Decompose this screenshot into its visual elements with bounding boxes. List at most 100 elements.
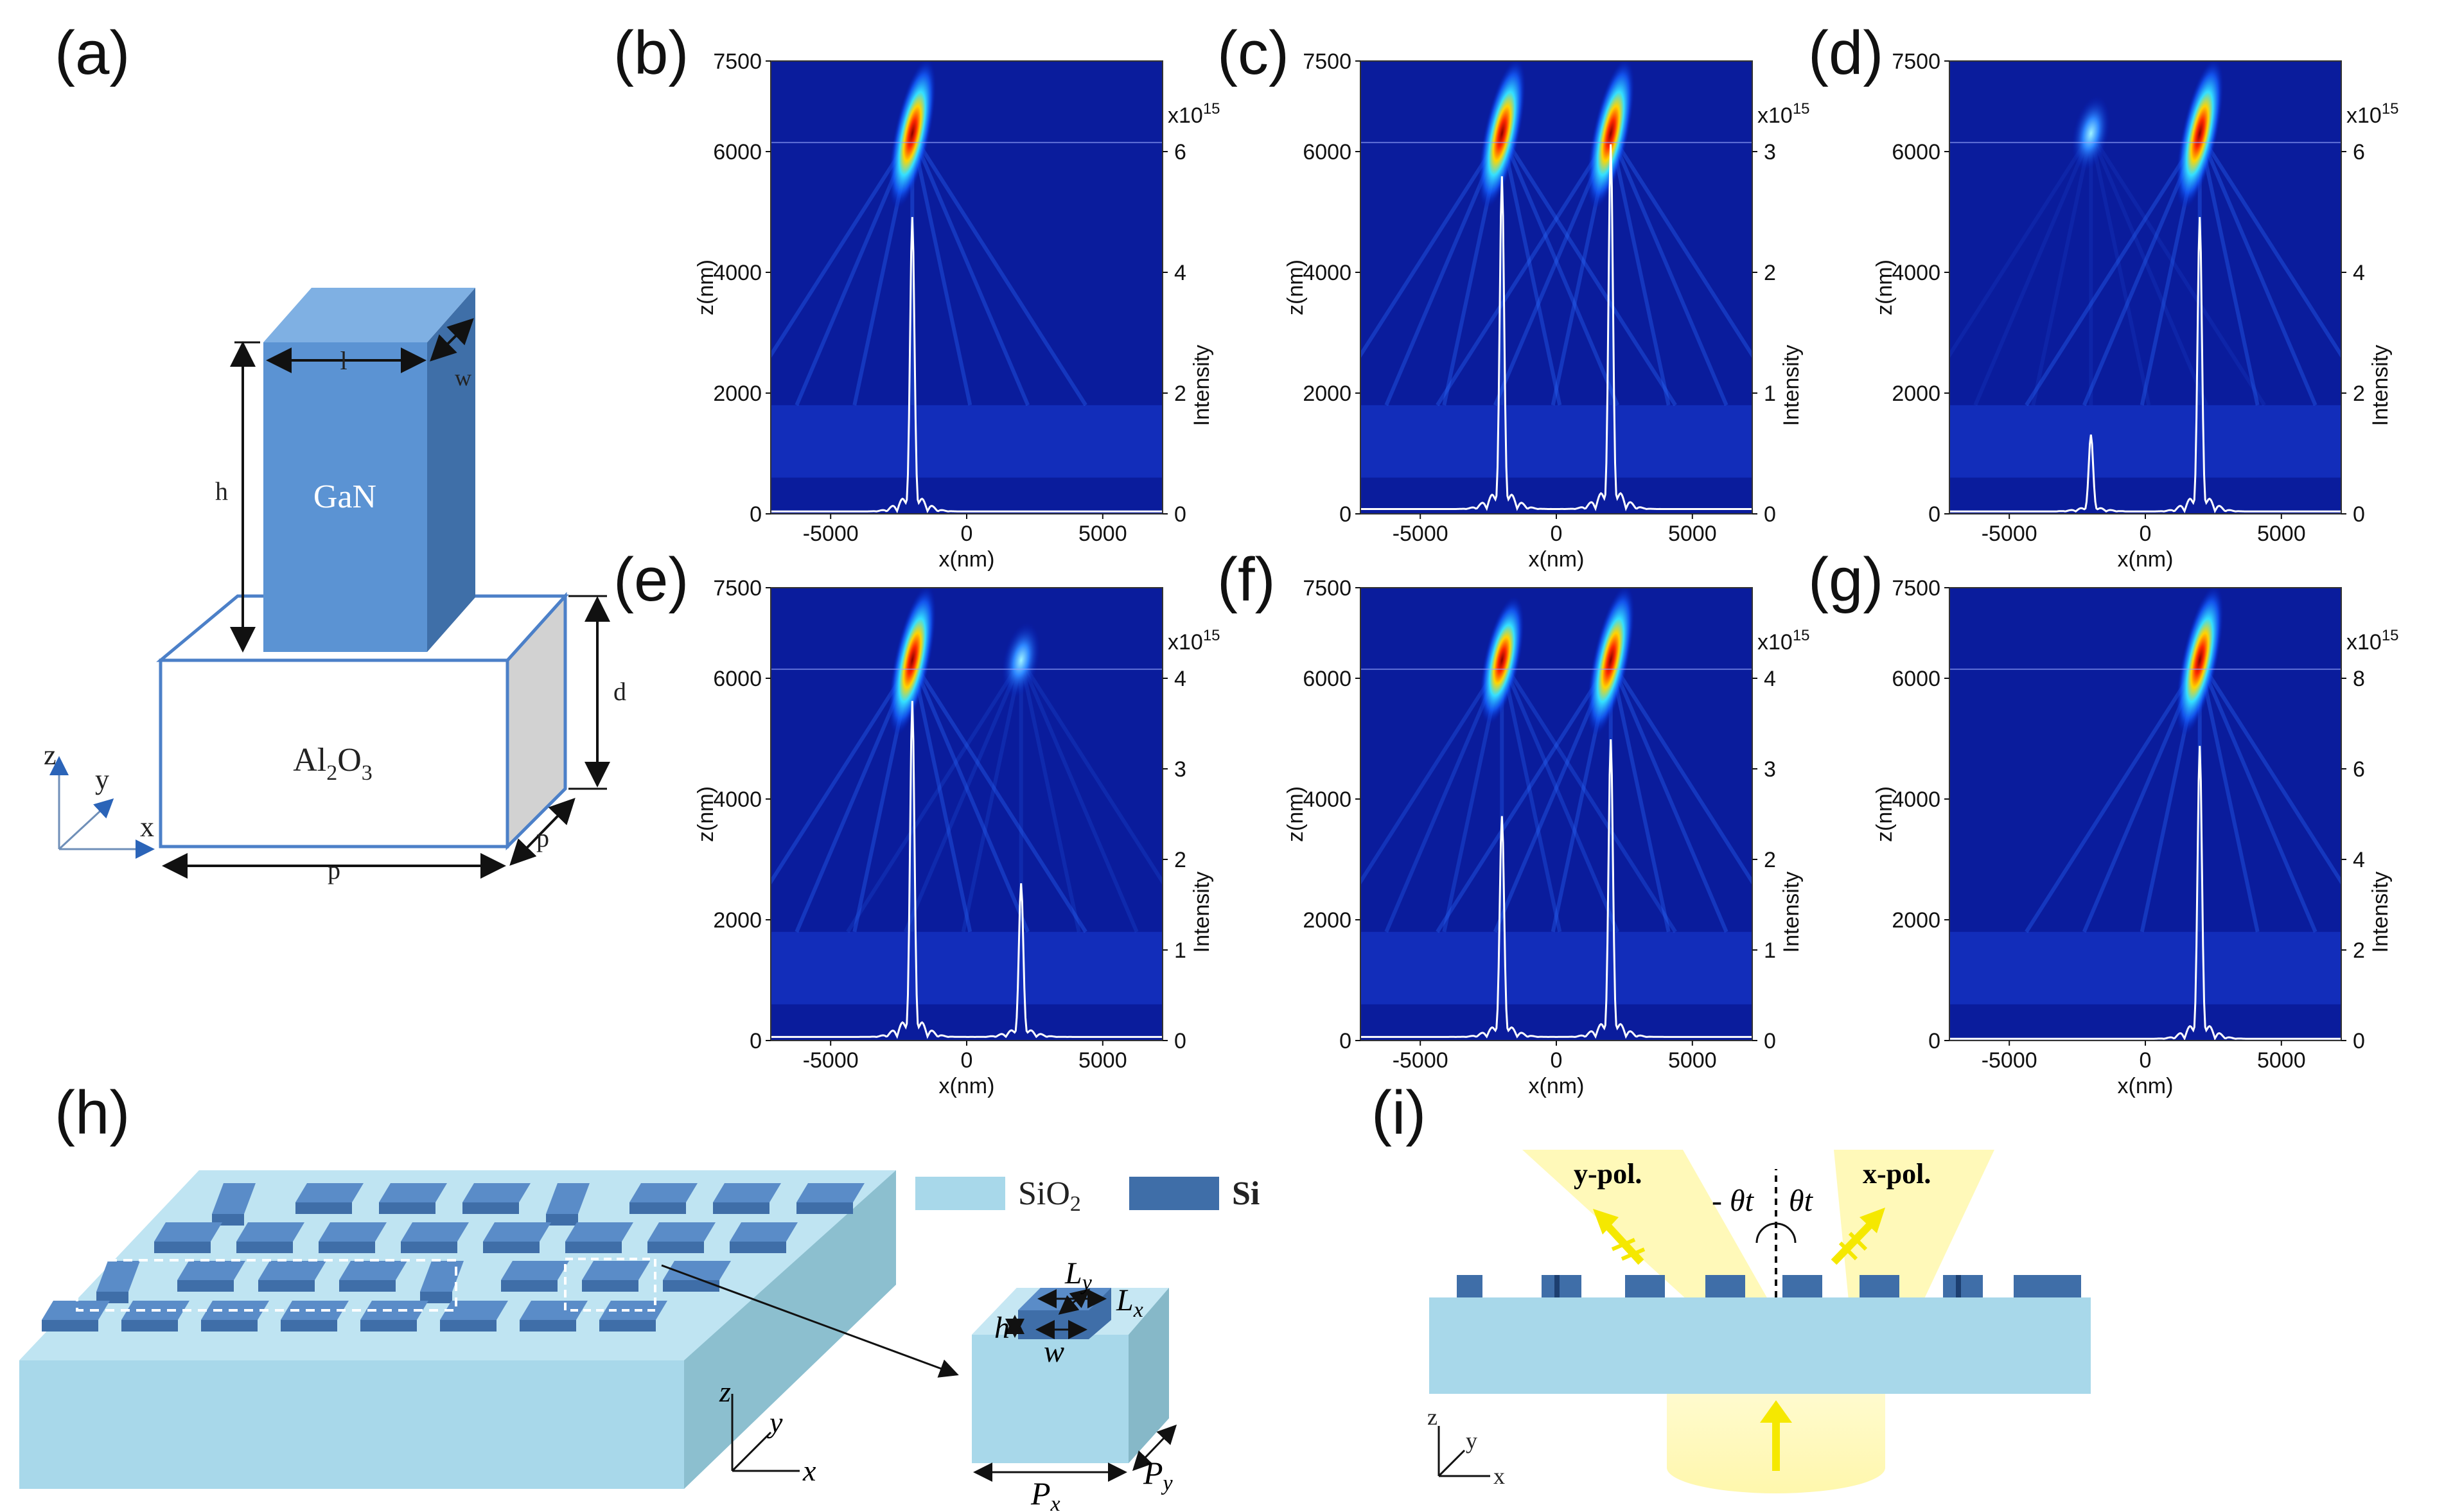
focal-spot: [888, 61, 936, 209]
intensity-tick-label: 4: [1174, 667, 1186, 691]
z-tick-label: 0: [750, 1029, 762, 1053]
si-pillar-top: [339, 1261, 407, 1280]
intensity-axis-title: Intensity: [1190, 345, 1214, 426]
axis-y-label: y: [95, 764, 109, 795]
panel-label-f: (f): [1217, 545, 1276, 614]
intensity-tick-label: 1: [1174, 938, 1186, 963]
panel-i: (i) - θt θt y-pol. x-pol.: [1371, 1078, 2091, 1493]
dim-ly-label: Ly: [1064, 1256, 1093, 1295]
dim-h-label-h: h: [994, 1311, 1010, 1345]
unit-cell-outline: [76, 1259, 457, 1312]
intensity-exponent: x1015: [2346, 100, 2399, 128]
intensity-curve: [1949, 746, 2341, 1041]
si-pillar-top: [713, 1183, 781, 1202]
field-streak: [910, 659, 1087, 933]
z-tick-label: 2000: [1892, 908, 1940, 933]
axis-x-label-h: x: [802, 1454, 816, 1487]
dim-py-arrow: [1132, 1424, 1177, 1472]
si-pillar-top: [599, 1301, 667, 1320]
dim-p-front-label: p: [328, 856, 340, 884]
si-pillar: [546, 1214, 578, 1226]
field-streak: [1360, 659, 1504, 886]
intensity-tick-label: 3: [1174, 757, 1186, 782]
field-streak: [771, 132, 914, 359]
si-pillar-top: [295, 1183, 364, 1202]
legend-si-label: Si: [1232, 1175, 1260, 1212]
field-streak: [1609, 659, 1752, 886]
si-pillar: [339, 1280, 396, 1292]
z-tick-label: 0: [1928, 1029, 1940, 1053]
x-tick-label: 0: [2140, 1048, 2152, 1073]
field-streak: [1500, 132, 1620, 406]
x-tick-label: 5000: [2257, 522, 2306, 546]
x-axis-title: x(nm): [1529, 1074, 1585, 1098]
axis-y-label-i: y: [1466, 1428, 1477, 1454]
panel-label-a: (a): [55, 19, 130, 87]
focal-spot: [1587, 61, 1635, 209]
z-tick-label: 0: [1339, 1029, 1351, 1053]
z-tick-label: 4000: [1892, 787, 1940, 812]
intensity-axis-title: Intensity: [2368, 345, 2393, 426]
x-tick-label: 0: [1551, 522, 1563, 546]
field-streak: [2089, 132, 2266, 407]
si-pillar: [379, 1202, 435, 1214]
si-pillar: [177, 1280, 234, 1292]
si-pillar: [599, 1320, 656, 1332]
field-streak: [1609, 132, 1752, 359]
focal-spot: [1587, 588, 1635, 736]
z-tick-label: 7500: [1892, 49, 1940, 74]
x-axis-title: x(nm): [1529, 547, 1585, 572]
dim-w-label-h: w: [1044, 1335, 1064, 1369]
si-pillar-top: [546, 1183, 590, 1214]
field-streak: [1360, 132, 1504, 359]
substrate-front-face: [159, 658, 509, 848]
field-streak: [1500, 133, 1562, 406]
field-streak: [1500, 660, 1562, 933]
intensity-tick-label: 2: [1174, 382, 1186, 406]
si-pillar-top: [582, 1261, 650, 1280]
dim-p-side-label: p: [536, 823, 549, 852]
y-pol-label: y-pol.: [1574, 1158, 1642, 1190]
intensity-axis-title: Intensity: [2368, 872, 2393, 953]
si-pillar: [96, 1292, 128, 1303]
focal-spot: [1001, 622, 1041, 698]
x-tick-label: 0: [1551, 1048, 1563, 1073]
si-pillar-top: [501, 1261, 569, 1280]
intensity-tick-label: 8: [2353, 667, 2365, 691]
si-pillar: [281, 1320, 337, 1332]
x-axis-title: x(nm): [939, 547, 995, 572]
intensity-axis-title: Intensity: [1779, 872, 1804, 953]
intensity-tick-label: 2: [1764, 261, 1776, 285]
field-streak: [1500, 659, 1620, 933]
si-pillar: [713, 1202, 769, 1214]
field-streak: [910, 659, 1030, 933]
legend-sio2-label: SiO2: [1018, 1175, 1081, 1216]
x-tick-label: -5000: [1982, 1048, 2037, 1073]
theta-neg-label: - θt: [1712, 1184, 1755, 1218]
z-tick-label: 4000: [713, 787, 762, 812]
field-streak: [2198, 659, 2341, 886]
x-pol-arrow: [1831, 1208, 1885, 1265]
field-streak: [1608, 659, 1728, 933]
dim-lx-label: Lx: [1116, 1283, 1143, 1322]
intensity-tick-label: 2: [2353, 938, 2365, 963]
gan-label: GaN: [313, 479, 376, 515]
intensity-axis-title: Intensity: [1190, 872, 1214, 953]
axis-x-label-i: x: [1493, 1463, 1505, 1489]
panel-label-d: (d): [1808, 19, 1883, 87]
z-tick-label: 6000: [1892, 140, 1940, 164]
si-pillar: [236, 1242, 293, 1253]
intensity-tick-label: 4: [1174, 261, 1186, 285]
intensity-tick-label: 6: [2353, 140, 2365, 164]
si-pillar: [796, 1202, 853, 1214]
dim-h-label: h: [215, 477, 228, 505]
intensity-tick-label: 1: [1764, 382, 1776, 406]
pillar-side-face: [427, 288, 475, 652]
z-axis-title: z(nm): [694, 786, 718, 842]
intensity-tick-label: 0: [2353, 502, 2365, 527]
z-tick-label: 6000: [1303, 140, 1351, 164]
field-streak: [771, 659, 914, 886]
z-tick-label: 2000: [713, 908, 762, 933]
